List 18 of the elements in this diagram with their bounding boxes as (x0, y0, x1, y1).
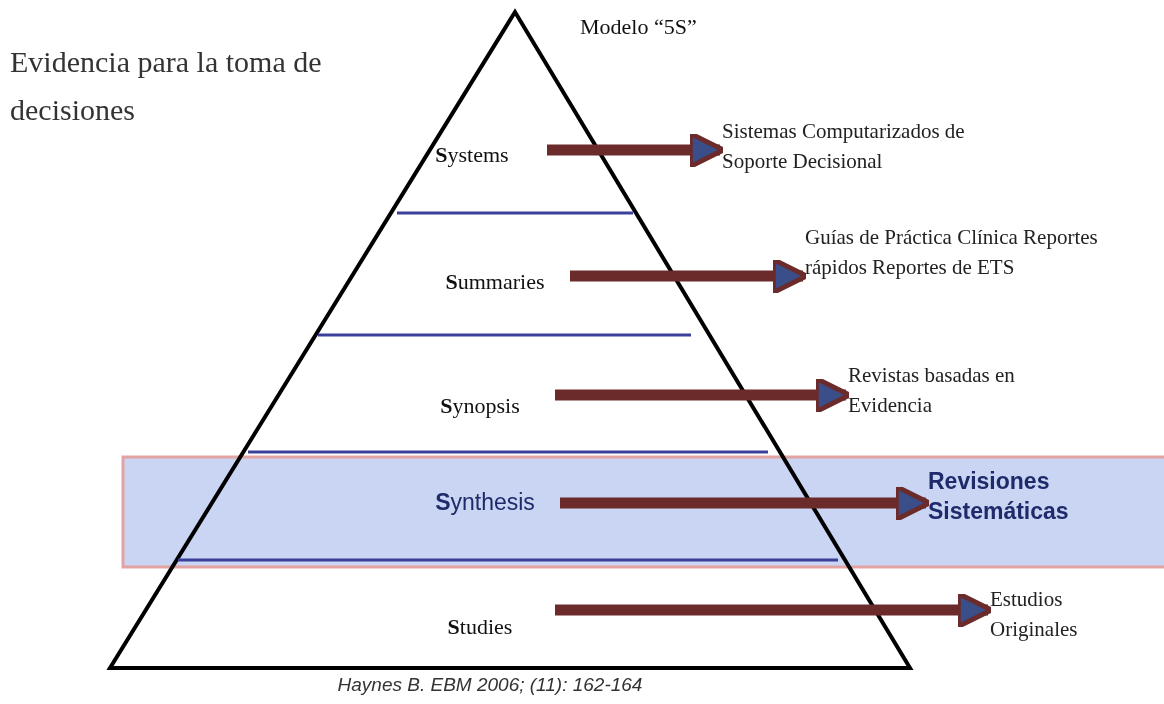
level-label: Synopsis (405, 390, 555, 422)
level-label: Summaries (420, 266, 570, 298)
level-label: Systems (397, 139, 547, 171)
description-text: Revistas basadas en Evidencia (848, 360, 1078, 420)
description-text: Estudios Originales (990, 584, 1140, 644)
subtitle: Modelo “5S” (580, 14, 697, 40)
level-label: Studies (405, 611, 555, 643)
arrow (555, 376, 852, 414)
source-citation: Haynes B. EBM 2006; (11): 162-164 (336, 674, 644, 696)
level-label: Synthesis (410, 486, 560, 518)
title: Evidencia para la toma de decisiones (10, 44, 323, 128)
arrow (570, 257, 809, 295)
arrow (560, 484, 932, 522)
description-text: Guías de Práctica Clínica Reportes rápidos Reportes de ETS (805, 222, 1125, 282)
arrow (547, 131, 726, 169)
description-text: Revisiones Sistemáticas (928, 466, 1138, 526)
description-text: Sistemas Computarizados de Soporte Decisional (722, 116, 1022, 176)
arrow (555, 591, 994, 629)
